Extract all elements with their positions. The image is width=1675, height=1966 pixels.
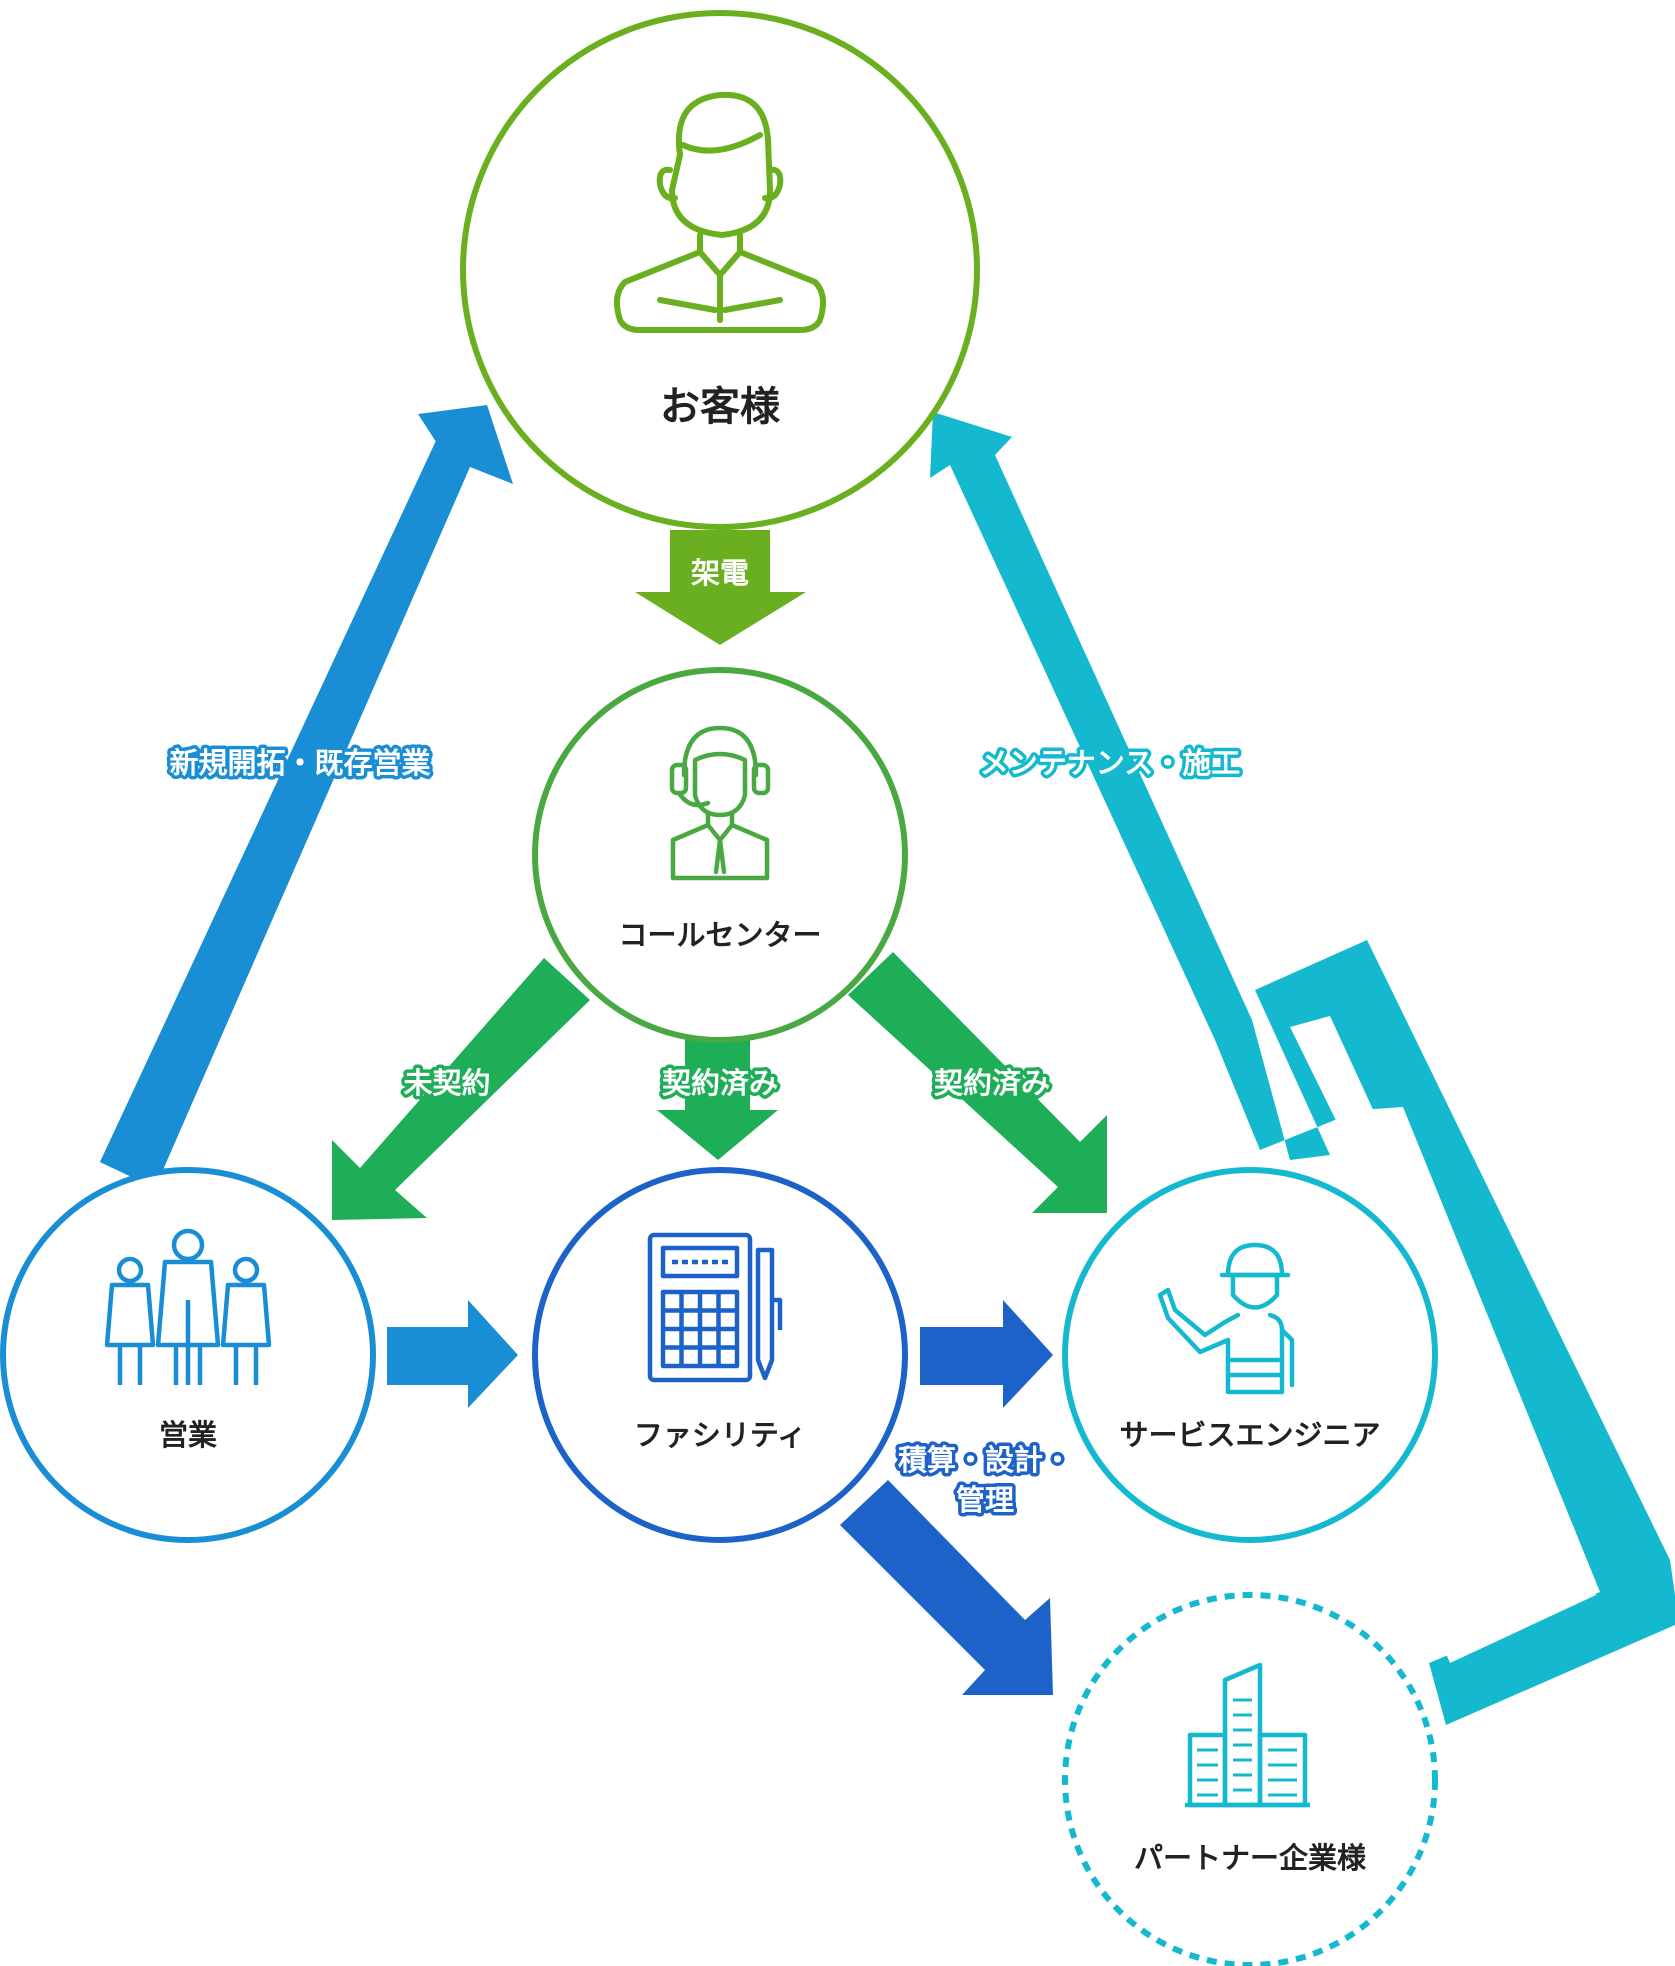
team-people-icon [104,1228,272,1385]
arrow-sales-to-facility [387,1300,518,1408]
headset-operator-icon [669,725,771,881]
partner-label: パートナー企業様 [1134,1841,1367,1875]
businessman-icon [613,91,827,333]
facility-label: ファシリティ [634,1418,806,1452]
edge-label-estimate-line1: 積算・設計・ [898,1443,1072,1477]
arrow-facility-to-engineer [920,1300,1053,1408]
edge-label-not-contracted: 未契約 [403,1066,490,1100]
arrow-call [635,530,806,645]
arrow-partner-path-inner [1290,1016,1596,1663]
customer-label: お客様 [660,384,781,430]
edge-label-maintenance: メンテナンス・施工 [980,746,1240,780]
edge-label-estimate-line2: 管理 [956,1483,1014,1517]
calculator-pen-icon [647,1232,783,1383]
call-center-label: コールセンター [618,918,821,952]
arrow-contracted-center [657,1035,778,1160]
service-engineer-label: サービスエンジニア [1119,1418,1380,1452]
edge-label-sales-outreach: 新規開拓・既存営業 [169,746,430,780]
arrow-facility-to-partner [840,1480,1053,1695]
arrow-partner-to-customer [930,412,1675,1725]
arrow-sales-to-customer-shaft [100,432,465,1188]
sales-label: 営業 [159,1418,217,1452]
partner-node [1062,1592,1438,1966]
service-engineer-node [1062,1167,1438,1543]
edge-label-call: 架電 [691,556,749,590]
construction-worker-icon [1157,1242,1295,1395]
edge-label-contracted-right: 契約済み [934,1066,1050,1100]
arrow-contracted-right [848,952,1107,1213]
office-building-icon [1185,1662,1310,1808]
customer-node [460,10,980,530]
arrow-not-contracted [332,958,590,1220]
edge-label-contracted-center: 契約済み [662,1066,778,1100]
